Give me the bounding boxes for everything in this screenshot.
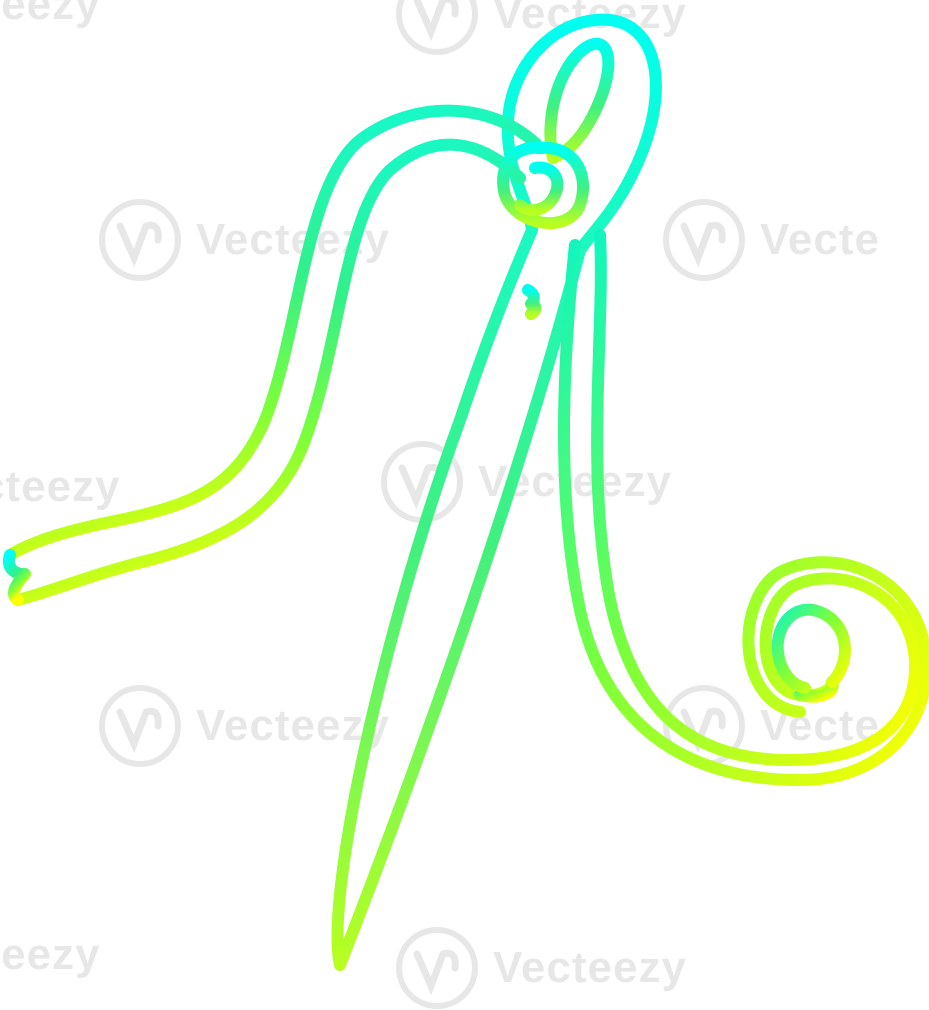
needle-mark bbox=[522, 284, 542, 320]
needle bbox=[331, 13, 662, 971]
thread-left-end bbox=[2, 549, 31, 606]
thread-right-outer bbox=[591, 229, 922, 766]
thread-loop-inner bbox=[514, 161, 564, 217]
thread-loop bbox=[497, 141, 590, 229]
needle-and-thread-drawing bbox=[2, 13, 929, 971]
needle-eye bbox=[544, 37, 615, 164]
thread-left-outer bbox=[4, 104, 546, 561]
thread-left-inner bbox=[12, 138, 526, 606]
thread-right-inner bbox=[558, 239, 929, 786]
thread-spiral-inner bbox=[771, 603, 851, 694]
